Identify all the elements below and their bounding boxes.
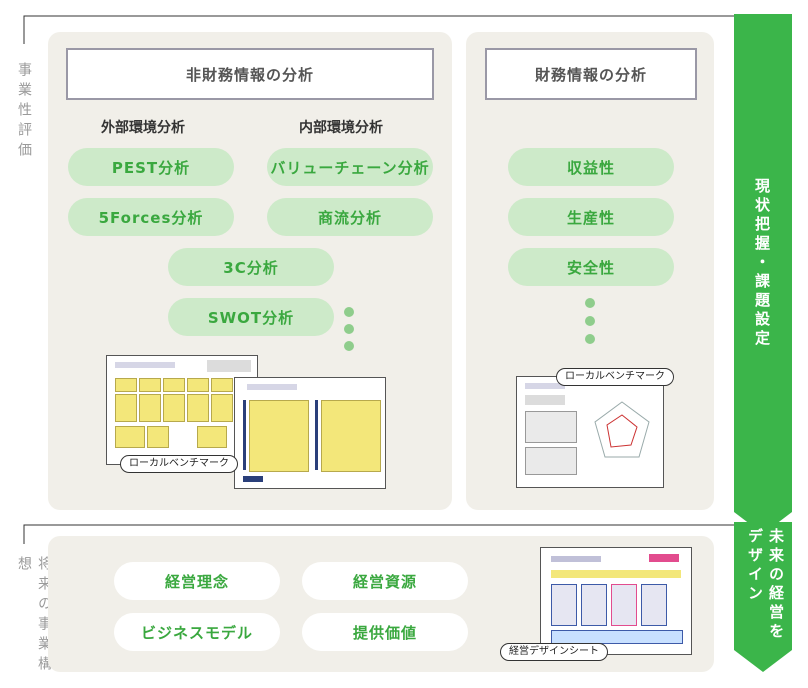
evaluation-side-label: 事業性評価 — [16, 62, 32, 162]
management-design-sheet-tag: 経営デザインシート — [500, 643, 608, 661]
commercial-flow-pill: 商流分析 — [267, 198, 433, 236]
continuation-dot — [585, 316, 595, 326]
current-state-label: 現状把握・課題設定 — [753, 178, 771, 349]
local-benchmark-tag-financial: ローカルベンチマーク — [556, 368, 674, 386]
local-benchmark-thumbnail-1 — [106, 355, 258, 465]
profitability-pill: 収益性 — [508, 148, 674, 186]
financial-title: 財務情報の分析 — [485, 48, 697, 100]
continuation-dot — [344, 341, 354, 351]
continuation-dot — [344, 307, 354, 317]
local-benchmark-thumbnail-2 — [234, 377, 386, 489]
5forces-pill: 5Forces分析 — [68, 198, 234, 236]
non-financial-title: 非財務情報の分析 — [66, 48, 434, 100]
internal-heading: 内部環境分析 — [299, 120, 383, 136]
swot-pill: SWOT分析 — [168, 298, 334, 336]
management-philosophy-pill: 経営理念 — [114, 562, 280, 600]
productivity-pill: 生産性 — [508, 198, 674, 236]
management-resources-pill: 経営資源 — [302, 562, 468, 600]
local-benchmark-thumbnail-financial — [516, 376, 664, 488]
value-proposition-pill: 提供価値 — [302, 613, 468, 651]
continuation-dot — [344, 324, 354, 334]
management-design-sheet-thumbnail — [540, 547, 692, 655]
external-heading: 外部環境分析 — [101, 120, 185, 136]
3c-pill: 3C分析 — [168, 248, 334, 286]
progress-arrow — [734, 14, 792, 672]
local-benchmark-tag-left: ローカルベンチマーク — [120, 455, 238, 473]
business-model-pill: ビジネスモデル — [114, 613, 280, 651]
safety-pill: 安全性 — [508, 248, 674, 286]
value-chain-pill: バリューチェーン分析 — [267, 148, 433, 186]
continuation-dot — [585, 334, 595, 344]
continuation-dot — [585, 298, 595, 308]
future-design-label: 未来の経営をデザイン — [746, 528, 785, 642]
pest-pill: PEST分析 — [68, 148, 234, 186]
